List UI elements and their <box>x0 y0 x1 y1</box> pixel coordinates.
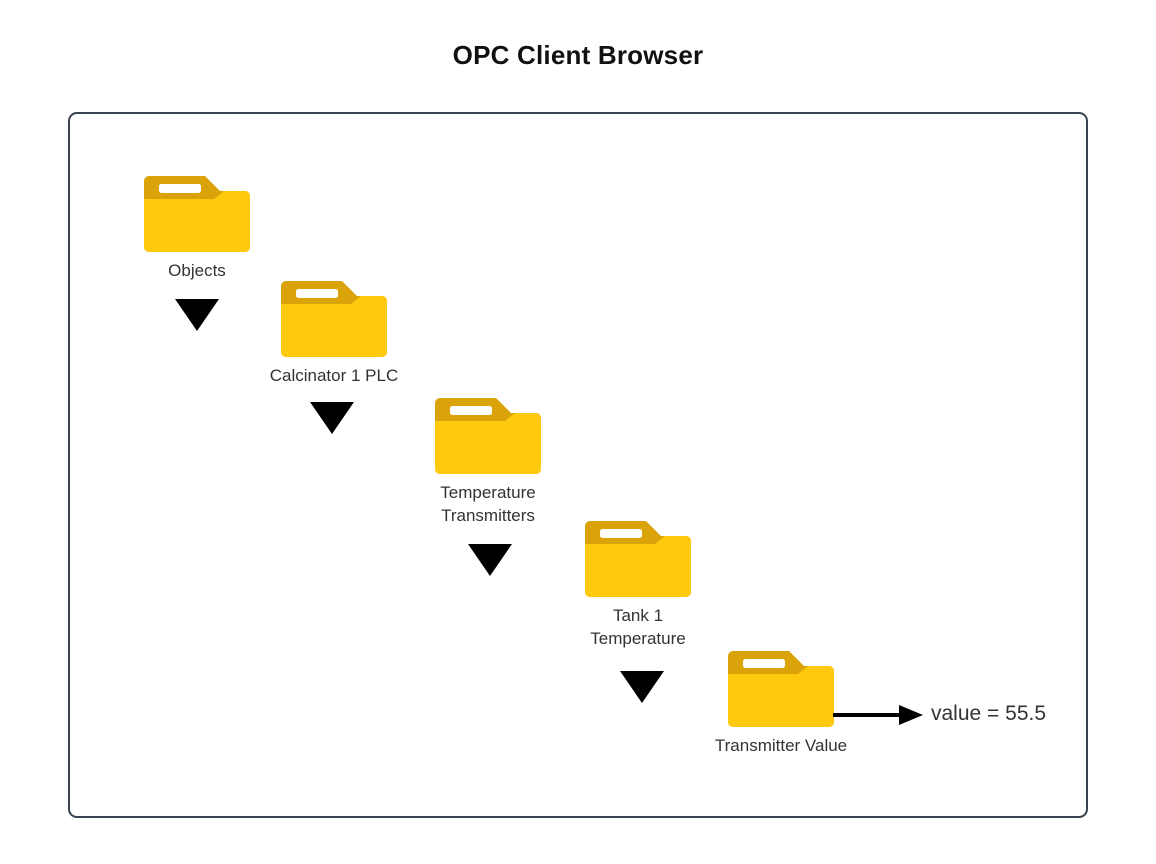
tree-node-label: Transmitter Value <box>714 736 848 755</box>
triangle-down-icon <box>620 671 664 703</box>
triangle-down-icon <box>175 299 219 331</box>
page-title: OPC Client Browser <box>452 40 704 70</box>
tree-node-label: Calcinator 1 PLC <box>269 366 399 385</box>
tree-node-temperature-transmitters[interactable]: Temperature Transmitters <box>433 389 543 525</box>
tree-node-label: Objects <box>168 261 226 280</box>
tree-node-label: Temperature Transmitters <box>440 483 536 525</box>
folder-icon <box>142 167 252 255</box>
tree-node-transmitter-value[interactable]: Transmitter Value <box>715 642 847 755</box>
tree-node-tank-1-temperature[interactable]: Tank 1 Temperature <box>583 512 693 648</box>
value-readout: value = 55.5 <box>931 702 1047 725</box>
tree-node-objects[interactable]: Objects <box>142 167 252 280</box>
tree-node-label: Tank 1 Temperature <box>590 606 686 648</box>
folder-icon <box>279 272 389 360</box>
folder-icon <box>433 389 543 477</box>
arrow-right-icon <box>833 702 925 733</box>
triangle-down-icon <box>310 402 354 434</box>
triangle-down-icon <box>468 544 512 576</box>
folder-icon <box>726 642 836 730</box>
tree-node-calcinator-1-plc[interactable]: Calcinator 1 PLC <box>270 272 398 385</box>
folder-icon <box>583 512 693 600</box>
diagram-frame: Objects Calcinator 1 PLC Temperature Tra… <box>68 112 1088 818</box>
